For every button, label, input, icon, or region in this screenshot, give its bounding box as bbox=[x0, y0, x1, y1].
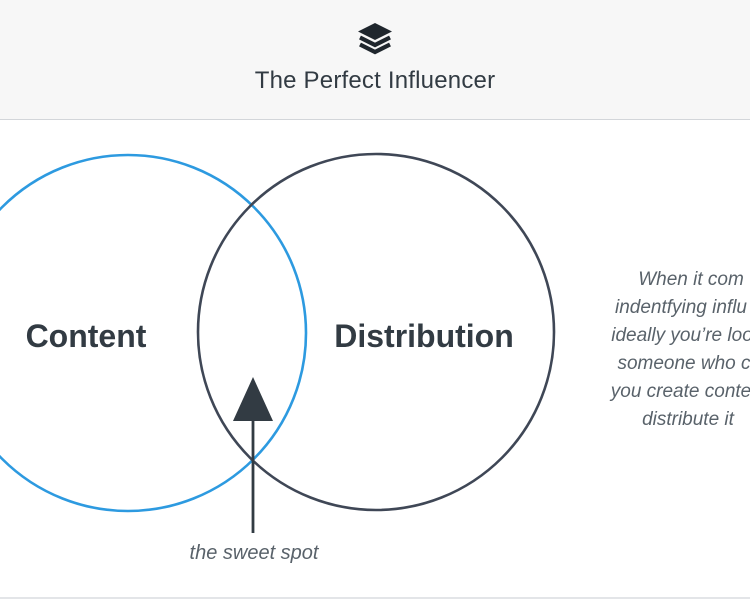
side-note-line: someone who c bbox=[617, 353, 750, 374]
sweet-spot-callout: the sweet spot bbox=[190, 542, 320, 564]
layers-stack-icon bbox=[358, 23, 392, 55]
content-label: Content bbox=[26, 318, 147, 354]
side-note-line: distribute it bbox=[642, 409, 735, 430]
arrow-up-icon bbox=[233, 377, 273, 533]
side-note: When it com indentfying influ ideally yo… bbox=[609, 269, 750, 430]
side-note-line: indentfying influ bbox=[615, 297, 747, 318]
bottom-divider bbox=[0, 597, 750, 599]
page-title: The Perfect Influencer bbox=[254, 67, 496, 94]
distribution-circle bbox=[196, 152, 556, 512]
side-note-line: ideally you’re loo bbox=[611, 325, 750, 346]
content-circle bbox=[0, 153, 308, 513]
header-bar: The Perfect Influencer bbox=[0, 0, 750, 120]
side-note-line: you create conte bbox=[609, 381, 750, 402]
distribution-label: Distribution bbox=[334, 318, 514, 354]
side-note-line: When it com bbox=[638, 269, 744, 290]
